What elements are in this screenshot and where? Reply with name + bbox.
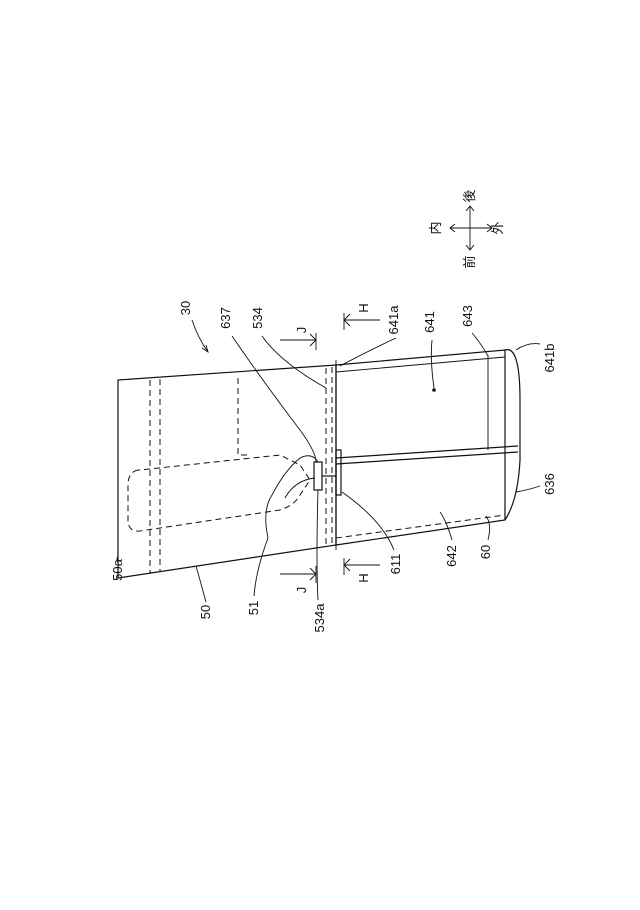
label-643: 643 [460, 305, 475, 327]
leader-611 [342, 492, 394, 550]
label-611: 611 [388, 554, 403, 575]
leader-641 [431, 340, 434, 388]
edge-642-dashed [336, 515, 505, 538]
compass-label-inner: 内 [428, 221, 444, 234]
joint-611-plate [314, 462, 322, 490]
point-641 [432, 388, 436, 392]
body-50-outline [118, 365, 336, 578]
panel-60-outline [336, 350, 505, 545]
member-643-a [336, 446, 518, 458]
label-636: 636 [542, 473, 557, 495]
label-642: 642 [444, 545, 459, 567]
compass-label-outer: 外 [491, 221, 506, 234]
lever-dashed-outline [128, 455, 310, 531]
leader-60 [486, 516, 490, 540]
leader-30 [192, 320, 208, 352]
label-j-top: J [294, 327, 309, 334]
edge-641a [336, 357, 505, 372]
label-637: 637 [218, 307, 233, 329]
bracket-dashed [238, 378, 250, 455]
leader-534a [317, 490, 318, 600]
leader-642 [440, 512, 452, 540]
label-60: 60 [478, 545, 493, 559]
label-h-bottom: H [356, 573, 371, 582]
panel-end-636 [505, 350, 520, 520]
label-534a: 534a [312, 603, 327, 633]
leader-50 [196, 566, 206, 602]
member-643-b [336, 452, 518, 464]
label-534: 534 [250, 307, 265, 329]
label-j-bottom: J [294, 587, 309, 594]
compass-label-front: 前 [462, 255, 478, 268]
label-50: 50 [198, 605, 213, 619]
leader-51 [254, 538, 268, 596]
label-h-top: H [356, 303, 371, 312]
leader-30-arrow [202, 345, 208, 352]
leader-641b [516, 344, 540, 350]
lever-51-curve [266, 456, 318, 538]
leader-636 [516, 486, 540, 492]
label-641: 641 [422, 311, 437, 333]
joint-611-block [336, 450, 341, 495]
label-641b: 641b [542, 344, 557, 373]
label-30: 30 [178, 301, 193, 315]
label-641a: 641a [386, 305, 401, 335]
leader-637 [232, 336, 316, 462]
label-50a: 50a [110, 558, 125, 580]
label-51: 51 [246, 601, 261, 615]
compass-label-rear: 後 [463, 189, 478, 202]
